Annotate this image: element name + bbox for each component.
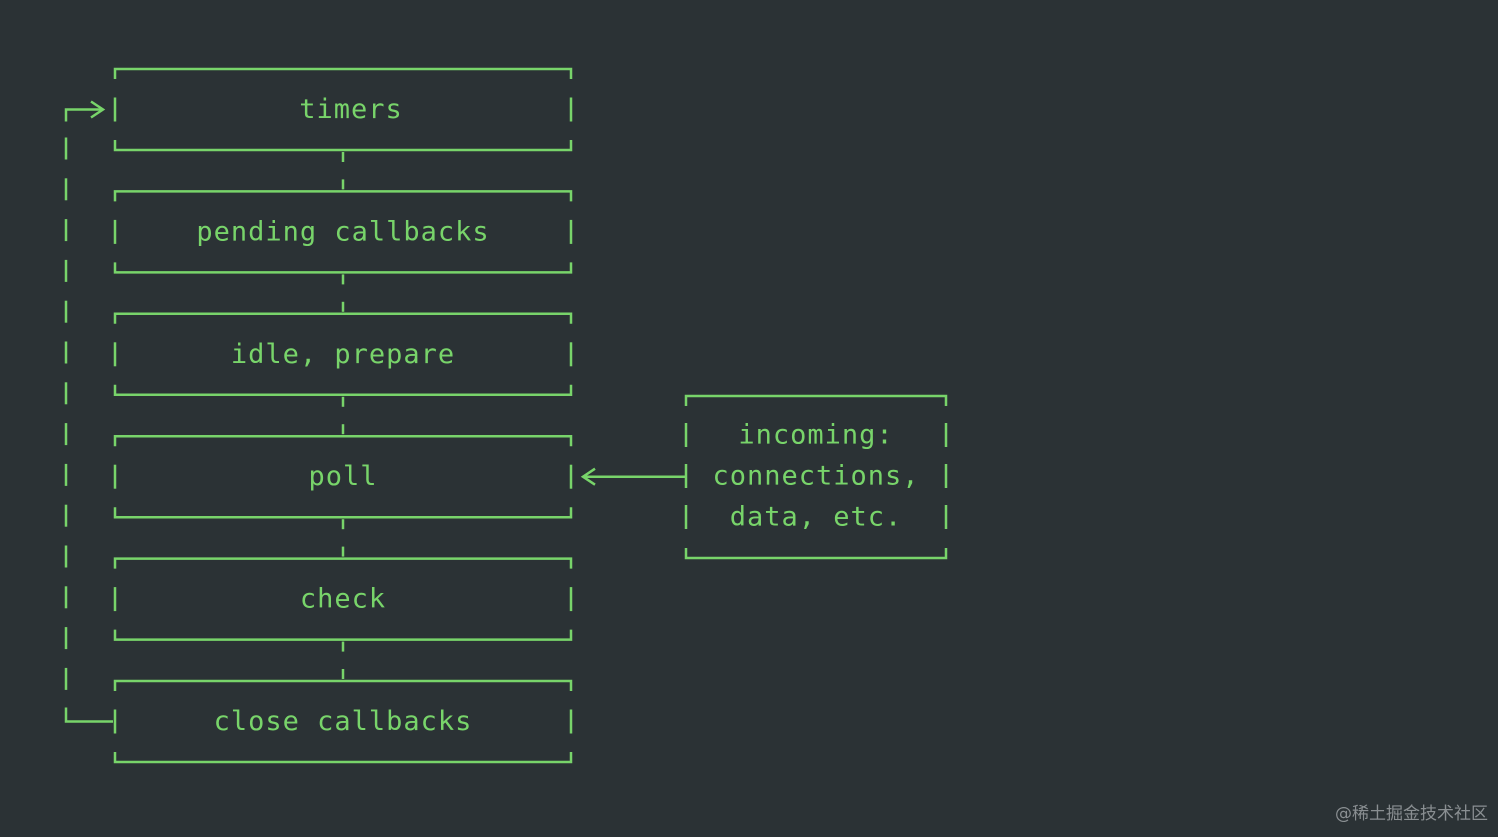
arrow-head-icon (90, 100, 106, 119)
loop-top (64, 108, 101, 122)
phase-label: close callbacks (214, 706, 473, 737)
box-bottom-border (113, 507, 573, 519)
incoming-line-0: incoming: (738, 420, 893, 451)
arrow-left-icon (580, 467, 596, 486)
box-top-border (113, 312, 573, 324)
phase-boxes: timers pending callbacks idle, prepare poll… (113, 67, 573, 764)
box-top-border (113, 679, 573, 691)
incoming-bottom-border (684, 548, 948, 560)
incoming-box: incoming: connections, data, etc. (580, 394, 948, 560)
box-bottom-border (113, 140, 573, 152)
incoming-line-1: connections, (712, 461, 919, 492)
phase-box-timers: timers (113, 67, 573, 152)
watermark: @稀土掘金技术社区 (1335, 804, 1488, 824)
phase-box-close-callbacks: close callbacks (113, 679, 573, 764)
box-bottom-border (113, 629, 573, 641)
phase-box-check: check (113, 557, 573, 641)
phase-label: timers (299, 94, 403, 125)
box-top-border (113, 67, 573, 79)
phase-box-pending-callbacks: pending callbacks (113, 190, 573, 274)
box-bottom-border (113, 752, 573, 764)
incoming-line-2: data, etc. (730, 502, 903, 533)
loop-back-arrow (64, 100, 113, 723)
phase-label: poll (308, 461, 377, 492)
box-bottom-border (113, 384, 573, 397)
box-top-border (113, 190, 573, 202)
box-top-border (113, 434, 573, 447)
loop-bottom (64, 707, 113, 723)
box-bottom-border (113, 262, 573, 274)
phase-box-idle-prepare: idle, prepare (113, 312, 573, 397)
phase-label: check (300, 584, 386, 615)
phase-label: idle, prepare (231, 339, 455, 370)
phase-box-poll: poll (113, 434, 573, 519)
phase-label: pending callbacks (196, 216, 489, 247)
box-top-border (113, 557, 573, 569)
incoming-top-border (684, 394, 948, 406)
